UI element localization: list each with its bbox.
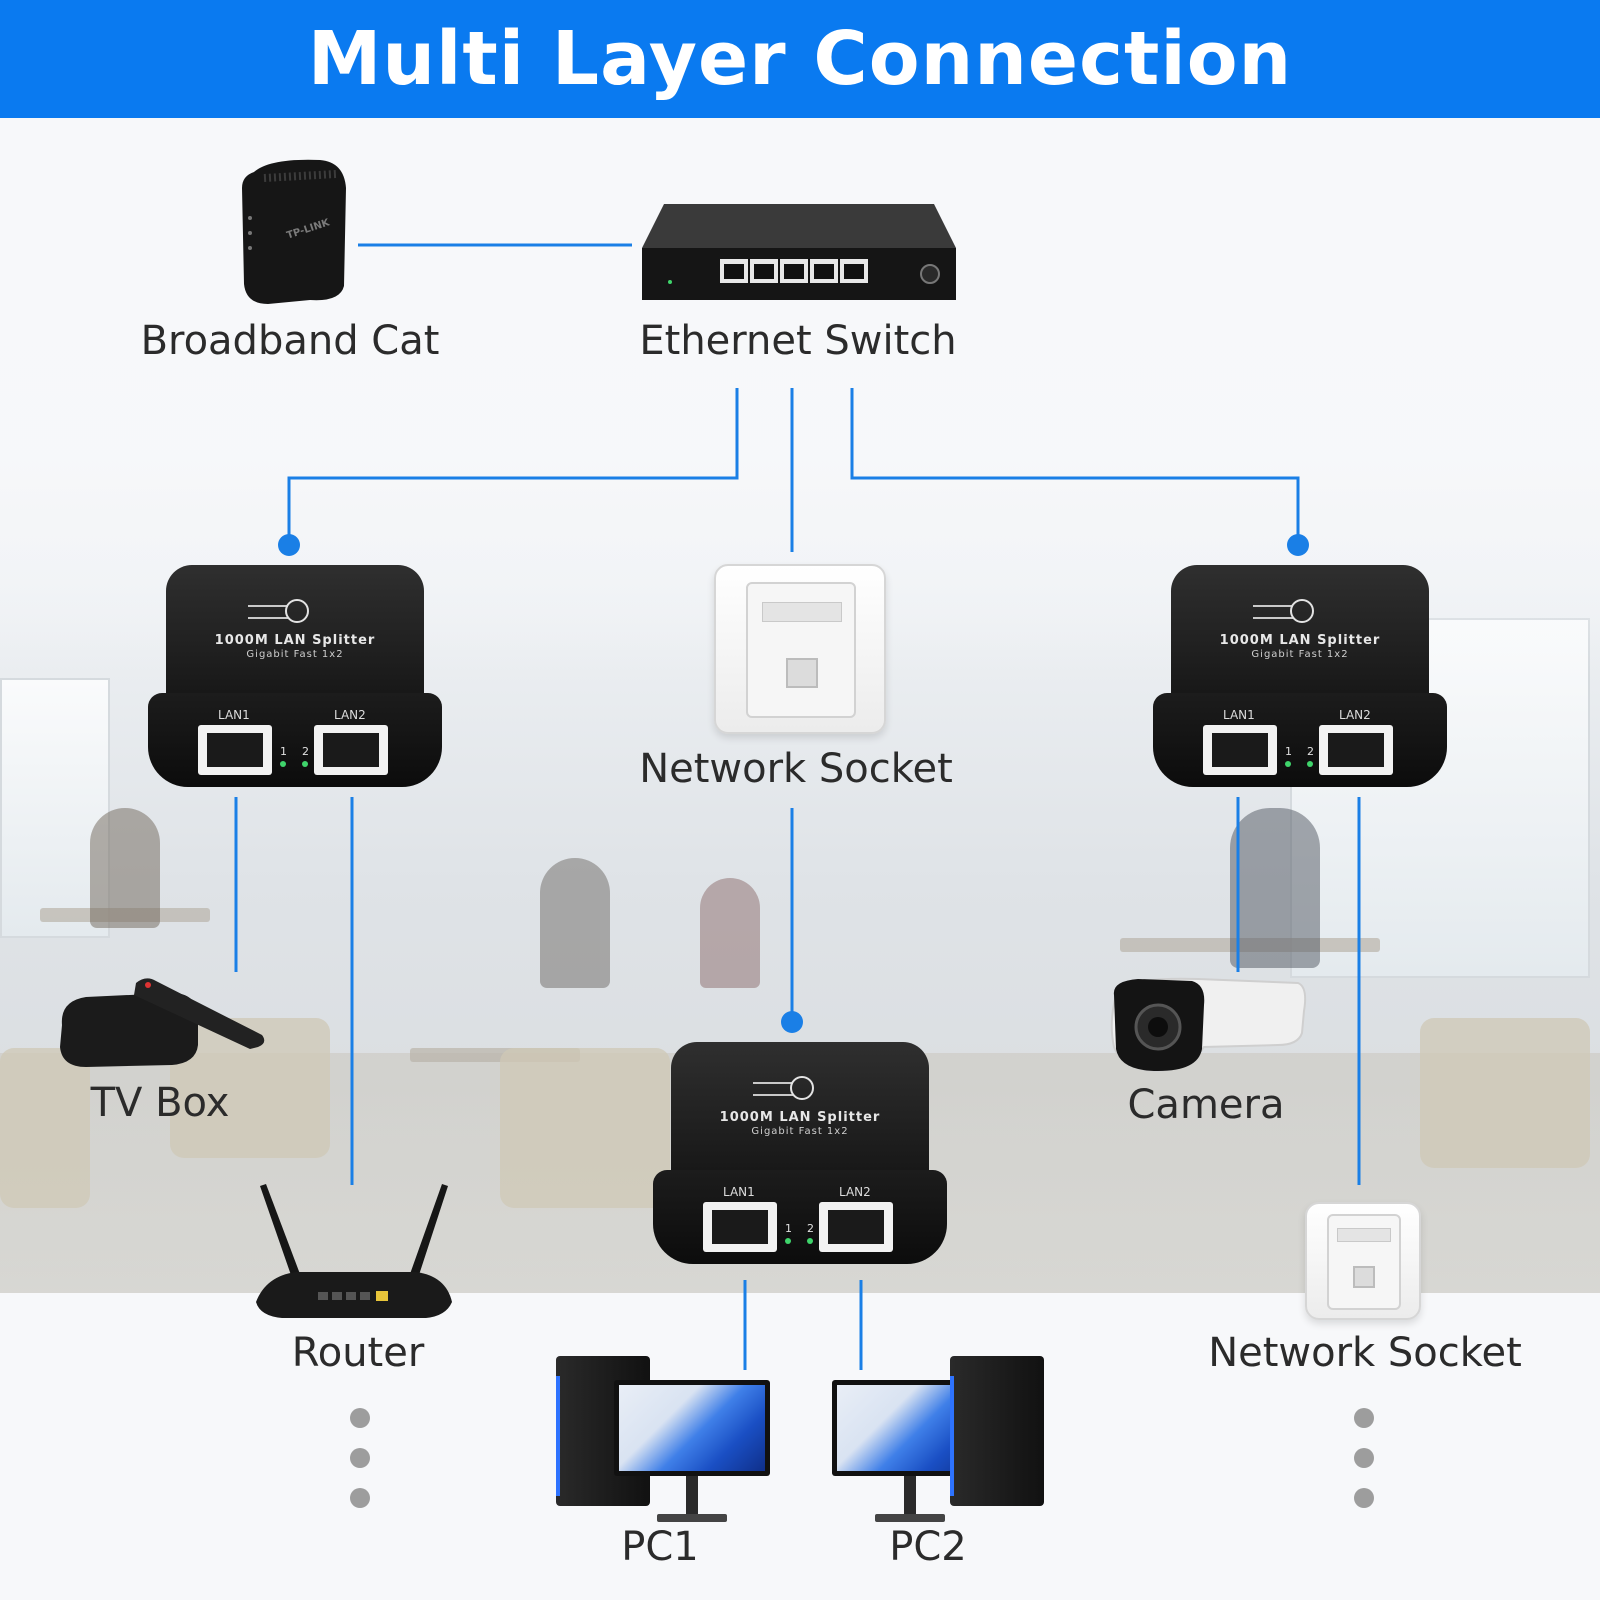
armchair	[500, 1048, 670, 1208]
led2-label: 2	[807, 1222, 814, 1235]
camera-icon	[1110, 977, 1307, 1073]
person	[540, 858, 610, 988]
lan2-port	[819, 1202, 893, 1252]
tv-box-icon	[60, 978, 265, 1067]
lan2-label: LAN2	[334, 708, 366, 722]
connector-dot	[1287, 534, 1309, 556]
pc2-tower	[950, 1356, 1044, 1506]
monitor-stand	[904, 1476, 916, 1516]
led1-label: 1	[785, 1222, 792, 1235]
splitter-subtitle: Gigabit Fast 1x2	[1251, 649, 1349, 660]
led2-indicator	[807, 1238, 813, 1244]
lan1-port	[198, 725, 272, 775]
broadband-modem: TP-LINK	[240, 158, 348, 304]
splitter-body	[671, 1042, 929, 1182]
lan1-label: LAN1	[723, 1185, 755, 1199]
label-network-socket-right: Network Socket	[1208, 1330, 1522, 1376]
lan1-port	[1203, 725, 1277, 775]
bottom-panel	[0, 1293, 1600, 1600]
monitor-base	[875, 1514, 945, 1522]
security-camera	[1108, 975, 1308, 1075]
lan-splitter-right: 1000M LAN Splitter Gigabit Fast 1x2 LAN1…	[1153, 565, 1447, 787]
led1-indicator	[280, 761, 286, 767]
more-ellipsis-right	[1354, 1408, 1374, 1528]
lan1-port	[703, 1202, 777, 1252]
splitter-subtitle: Gigabit Fast 1x2	[246, 649, 344, 660]
label-camera: Camera	[1127, 1082, 1285, 1128]
switch-icon	[642, 204, 956, 300]
more-ellipsis-left	[350, 1408, 370, 1528]
splitter-subtitle: Gigabit Fast 1x2	[751, 1126, 849, 1137]
pc1-monitor	[614, 1380, 770, 1522]
splitter-face	[1153, 693, 1447, 787]
person	[700, 878, 760, 988]
led1-label: 1	[280, 745, 287, 758]
label-network-socket-mid: Network Socket	[639, 746, 953, 792]
speed-icon	[248, 605, 288, 619]
splitter-face	[653, 1170, 947, 1264]
speed-icon	[1253, 605, 1293, 619]
router-icon	[256, 1184, 452, 1318]
armchair	[0, 1048, 90, 1208]
logo-icon	[790, 1076, 814, 1100]
lan2-port	[1319, 725, 1393, 775]
led2-indicator	[1307, 761, 1313, 767]
lan2-port	[314, 725, 388, 775]
title-banner: Multi Layer Connection	[0, 0, 1600, 118]
screen	[619, 1385, 765, 1471]
tv-box	[56, 975, 266, 1071]
led1-indicator	[785, 1238, 791, 1244]
person	[90, 808, 160, 928]
lan1-label: LAN1	[218, 708, 250, 722]
lan2-label: LAN2	[1339, 708, 1371, 722]
splitter-face	[148, 693, 442, 787]
logo-icon	[285, 599, 309, 623]
splitter-name: 1000M LAN Splitter	[1219, 633, 1381, 648]
socket-label-slot	[762, 602, 842, 622]
label-switch: Ethernet Switch	[639, 318, 957, 364]
led2-indicator	[302, 761, 308, 767]
label-pc2: PC2	[889, 1524, 967, 1570]
socket-label-slot	[1337, 1228, 1391, 1242]
modem-icon	[242, 159, 346, 304]
splitter-name: 1000M LAN Splitter	[719, 1110, 881, 1125]
lan-splitter-left: 1000M LAN Splitter Gigabit Fast 1x2 LAN1…	[148, 565, 442, 787]
led2-label: 2	[302, 745, 309, 758]
led2-label: 2	[1307, 745, 1314, 758]
lan-splitter-bottom: 1000M LAN Splitter Gigabit Fast 1x2 LAN1…	[653, 1042, 947, 1264]
led1-label: 1	[1285, 745, 1292, 758]
wire-switch-left-splitter	[287, 388, 739, 545]
rj45-jack-icon	[1353, 1266, 1375, 1288]
logo-icon	[1290, 599, 1314, 623]
connector-dot	[278, 534, 300, 556]
wire-switch-right-splitter	[850, 388, 1300, 545]
ethernet-switch	[642, 204, 956, 300]
splitter-body	[166, 565, 424, 705]
armchair	[1420, 1018, 1590, 1168]
led1-indicator	[1285, 761, 1291, 767]
rj45-jack-icon	[786, 658, 818, 688]
connector-dot	[781, 1011, 803, 1033]
label-tv-box: TV Box	[90, 1080, 230, 1126]
label-router: Router	[291, 1330, 425, 1376]
label-broadband: Broadband Cat	[140, 318, 440, 364]
splitter-name: 1000M LAN Splitter	[214, 633, 376, 648]
network-socket-mid	[714, 564, 886, 734]
label-pc1: PC1	[621, 1524, 699, 1570]
monitor-stand	[686, 1476, 698, 1516]
person	[1230, 808, 1320, 968]
monitor-base	[657, 1514, 727, 1522]
page-title: Multi Layer Connection	[307, 16, 1293, 102]
speed-icon	[753, 1082, 793, 1096]
router	[256, 1182, 452, 1320]
splitter-body	[1171, 565, 1429, 705]
lan2-label: LAN2	[839, 1185, 871, 1199]
lan1-label: LAN1	[1223, 708, 1255, 722]
network-socket-right	[1305, 1202, 1421, 1320]
